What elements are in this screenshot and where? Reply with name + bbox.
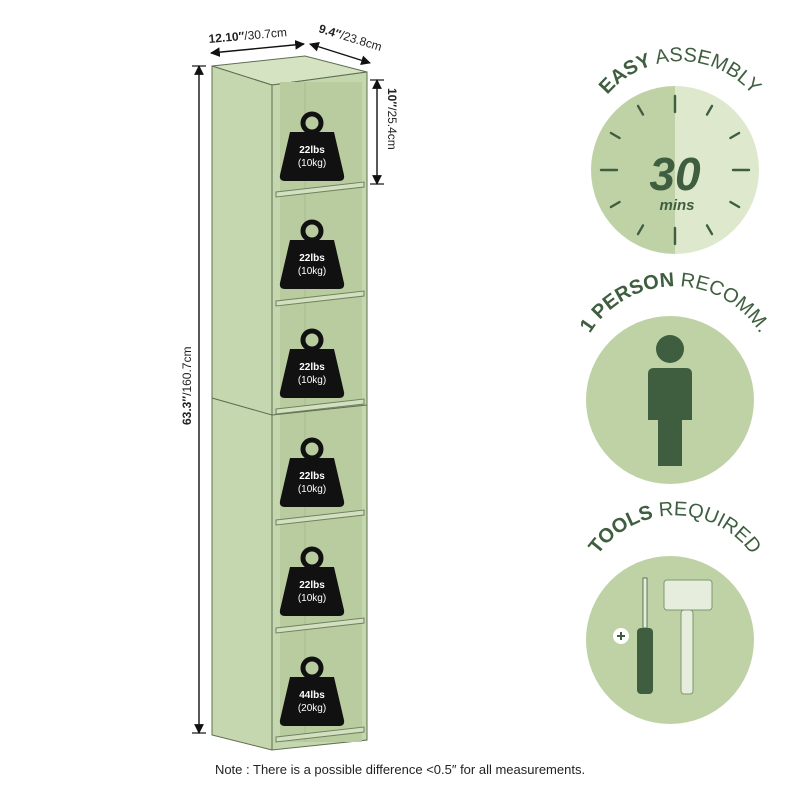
easy-assembly-bold: EASY bbox=[595, 49, 655, 98]
tools-required-rest: REQUIRED bbox=[651, 498, 766, 558]
one-person-badge: 1 PERSON RECOMM. bbox=[576, 269, 774, 484]
weight-icon: 44lbs (20kg) bbox=[279, 656, 345, 726]
weight-icon: 22lbs (10kg) bbox=[279, 111, 345, 181]
weight-kg-label: (10kg) bbox=[298, 266, 326, 277]
tools-required-bold: TOOLS bbox=[585, 501, 656, 558]
shelf-cm: /25.4cm bbox=[385, 107, 399, 150]
assembly-minutes-number: 30 bbox=[649, 148, 701, 200]
weight-kg-label: (10kg) bbox=[298, 593, 326, 604]
clock-tick bbox=[729, 131, 741, 140]
height-inches: 63.3″ bbox=[180, 396, 194, 425]
width-inches: 12.10″ bbox=[208, 29, 245, 46]
weight-lbs-label: 22lbs bbox=[299, 580, 325, 591]
easy-assembly-badge: EASY ASSEMBLY 30 mins bbox=[591, 44, 765, 254]
weight-lbs-label: 22lbs bbox=[299, 362, 325, 373]
weight-lbs-label: 22lbs bbox=[299, 145, 325, 156]
assembly-minutes-unit: mins bbox=[659, 197, 694, 214]
weight-kg-label: (10kg) bbox=[298, 484, 326, 495]
shelf-height-dimension-label: 10″/25.4cm bbox=[385, 88, 399, 150]
measurement-note: Note : There is a possible difference <0… bbox=[214, 762, 586, 777]
weight-icon: 22lbs (10kg) bbox=[279, 546, 345, 616]
height-cm: /160.7cm bbox=[180, 347, 194, 396]
clock-tick bbox=[609, 200, 621, 209]
depth-inches: 9.4″ bbox=[317, 21, 343, 41]
tools-icon bbox=[613, 577, 713, 695]
weight-lbs-label: 22lbs bbox=[299, 253, 325, 264]
width-cm: /30.7cm bbox=[244, 25, 288, 43]
depth-cm: /23.8cm bbox=[339, 28, 384, 54]
width-dimension-label: 12.10″/30.7cm bbox=[208, 25, 287, 46]
tools-required-badge: TOOLS REQUIRED bbox=[585, 498, 766, 724]
weight-icon: 22lbs (10kg) bbox=[279, 437, 345, 507]
tools-required-title: TOOLS REQUIRED bbox=[585, 498, 766, 558]
clock-tick bbox=[705, 224, 714, 236]
weight-icon: 22lbs (10kg) bbox=[279, 219, 345, 289]
screwdriver-icon bbox=[613, 577, 653, 694]
person-icon bbox=[648, 335, 692, 466]
height-dimension-label: 63.3″/160.7cm bbox=[180, 347, 194, 425]
clock-tick bbox=[705, 104, 714, 116]
cabinet-side bbox=[211, 65, 273, 751]
shelf-inches: 10″ bbox=[385, 88, 399, 107]
clock-tick bbox=[729, 200, 741, 209]
weight-lbs-label: 44lbs bbox=[299, 690, 325, 701]
weight-kg-label: (10kg) bbox=[298, 375, 326, 386]
shelves bbox=[275, 181, 365, 743]
weight-kg-label: (20kg) bbox=[298, 703, 326, 714]
clock-icon bbox=[591, 86, 759, 254]
clock-tick bbox=[609, 131, 621, 140]
weight-capacity-icons: 22lbs (10kg) 22lbs (10kg) 22lbs (10kg) 22lbs (1… bbox=[279, 111, 345, 726]
weight-icon: 22lbs (10kg) bbox=[279, 328, 345, 398]
hammer-icon bbox=[663, 579, 713, 695]
dimension-lines: 12.10″/30.7cm 9.4″/23.8cm 10″/25.4cm 63.… bbox=[180, 21, 399, 734]
weight-lbs-label: 22lbs bbox=[299, 471, 325, 482]
clock-tick bbox=[636, 224, 645, 236]
clock-tick bbox=[636, 104, 645, 116]
weight-kg-label: (10kg) bbox=[298, 158, 326, 169]
